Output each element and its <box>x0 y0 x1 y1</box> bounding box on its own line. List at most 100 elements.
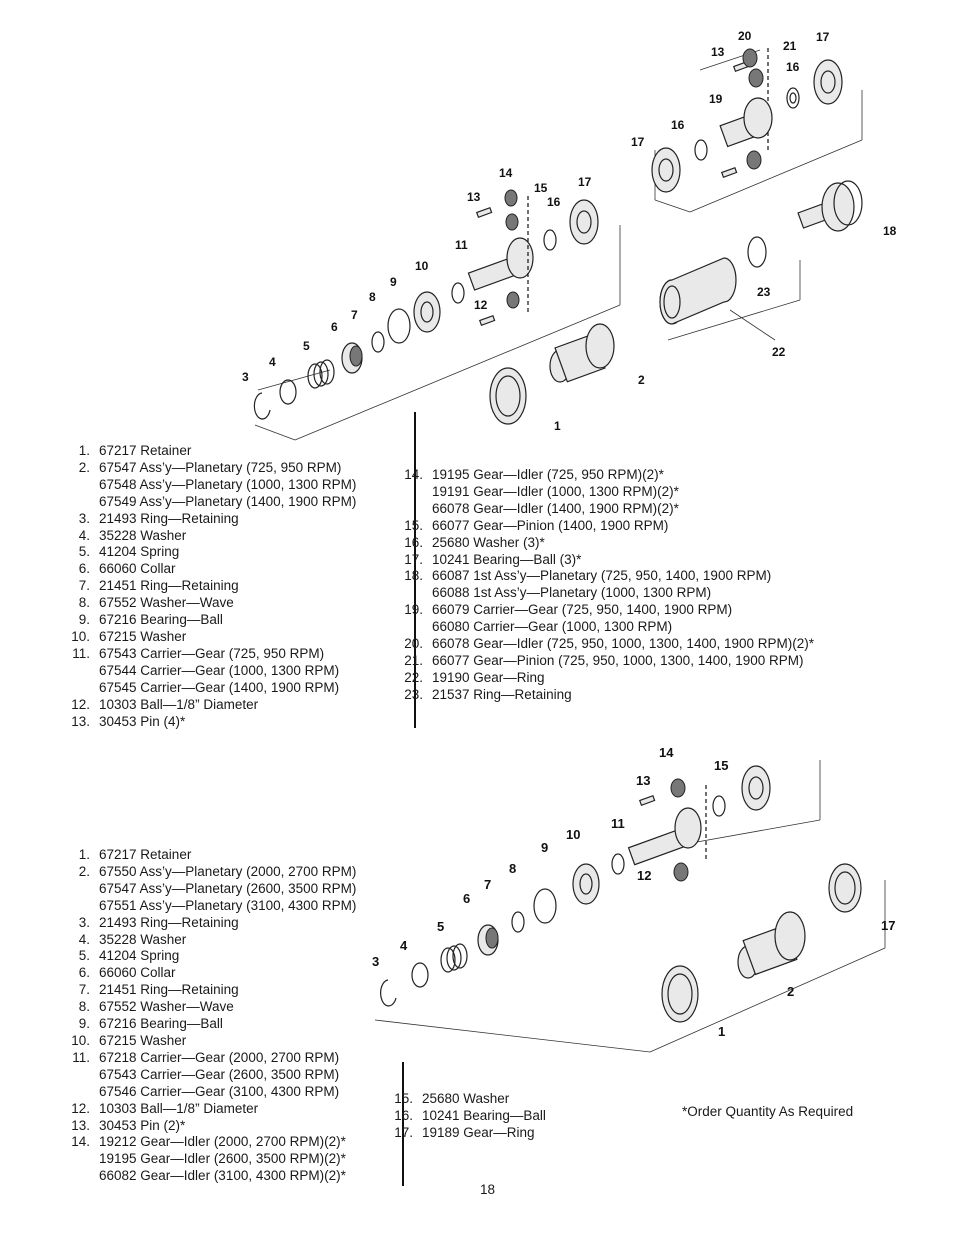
part-description: 67215 Washer <box>99 1032 187 1048</box>
callout-16: 16 <box>786 60 800 74</box>
part-description: 66078 Gear—Idler (1400, 1900 RPM)(2)* <box>432 500 679 516</box>
part-item: 3. 21493 Ring—Retaining <box>58 915 356 932</box>
part-description: 10241 Bearing—Ball <box>422 1107 546 1123</box>
part-number-label: 13. <box>71 713 90 729</box>
callout-19: 19 <box>709 92 723 106</box>
part-description: 67549 Ass’y—Planetary (1400, 1900 RPM) <box>99 493 357 509</box>
callout-6: 6 <box>331 320 338 334</box>
part-item: 19.66079 Carrier—Gear (725, 950, 1400, 1… <box>391 602 814 619</box>
part-number-label: 1. <box>78 443 90 458</box>
part-description: 66077 Gear—Pinion (1400, 1900 RPM) <box>432 517 669 533</box>
part-item: 14. 19195 Gear—Idler (725, 950 RPM)(2)* <box>391 467 814 484</box>
part-number-label: 9. <box>78 1016 90 1032</box>
part-description: 67545 Carrier—Gear (1400, 1900 RPM) <box>99 679 340 695</box>
part-description: 19195 Gear—Idler (725, 950 RPM)(2)* <box>432 467 664 482</box>
part-item-continued: 67547 Ass’y—Planetary (2600, 3500 RPM) <box>58 881 356 898</box>
part-item: 13.30453 Pin (2)* <box>58 1118 356 1135</box>
part-number-label: 11. <box>72 1049 90 1065</box>
callout-17c: 17 <box>578 175 592 189</box>
part-number-label: 20. <box>404 636 423 652</box>
part-number-label: 14. <box>404 467 423 482</box>
part-item: 14.19212 Gear—Idler (2000, 2700 RPM)(2)* <box>58 1134 356 1151</box>
part-description: 66082 Gear—Idler (3100, 4300 RPM)(2)* <box>99 1168 346 1184</box>
part-number-label: 16. <box>394 1107 413 1123</box>
part-number-label: 11. <box>72 645 90 661</box>
part-item-continued: 66082 Gear—Idler (3100, 4300 RPM)(2)* <box>58 1168 356 1185</box>
part-description: 10303 Ball—1/8” Diameter <box>99 696 259 712</box>
part-description: 41204 Spring <box>99 544 180 560</box>
part-item-continued: 67548 Ass’y—Planetary (1000, 1300 RPM) <box>58 477 356 494</box>
part-description: 67547 Ass’y—Planetary (725, 950 RPM) <box>99 459 342 475</box>
part-item: 5.41204 Spring <box>58 948 356 965</box>
part-number-label: 5. <box>78 544 90 560</box>
part-description: 66078 Gear—Idler (725, 950, 1000, 1300, … <box>432 636 814 652</box>
callout-10: 10 <box>415 259 429 273</box>
part-description: 19212 Gear—Idler (2000, 2700 RPM)(2)* <box>99 1134 346 1150</box>
part-item: 22.19190 Gear—Ring <box>391 670 814 687</box>
top-parts-list-right: 14.19195 Gear—Idler (725, 950 RPM)(2)*19… <box>391 467 814 704</box>
part-item: 23.21537 Ring—Retaining <box>391 687 814 704</box>
part-description: 66060 Collar <box>99 561 176 577</box>
part-description: 67547 Ass’y—Planetary (2600, 3500 RPM) <box>99 880 357 896</box>
part-description: 19190 Gear—Ring <box>432 669 545 685</box>
part-description: 67544 Carrier—Gear (1000, 1300 RPM) <box>99 662 340 678</box>
part-number-label: 6. <box>78 965 90 981</box>
part-item: 6. 66060 Collar <box>58 561 356 578</box>
part-description: 21493 Ring—Retaining <box>99 914 239 930</box>
top-diagram-upper-assembly <box>651 48 863 341</box>
part-description: 21537 Ring—Retaining <box>432 686 572 702</box>
callout-16c: 16 <box>547 195 561 209</box>
callout-14: 14 <box>499 166 513 180</box>
part-item: 4.35228 Washer <box>58 932 356 949</box>
part-item-continued: 67543 Carrier—Gear (2600, 3500 RPM) <box>58 1067 356 1084</box>
part-item: 15.25680 Washer <box>381 1091 546 1108</box>
part-description: 67550 Ass’y—Planetary (2000, 2700 RPM) <box>99 863 357 879</box>
part-description: 21493 Ring—Retaining <box>99 510 239 526</box>
part-item: 20. 66078 Gear—Idler (725, 950, 1000, 130… <box>391 636 814 653</box>
part-description: 10241 Bearing—Ball (3)* <box>432 551 582 567</box>
part-description: 66087 1st Ass’y—Planetary (725, 950, 140… <box>432 568 772 584</box>
part-description: 67551 Ass’y—Planetary (3100, 4300 RPM) <box>99 897 357 913</box>
part-item: 8.67552 Washer—Wave <box>58 999 356 1016</box>
part-item-continued: 67545 Carrier—Gear (1400, 1900 RPM) <box>58 680 356 697</box>
part-number-label: 10. <box>71 628 90 644</box>
part-number-label: 9. <box>78 612 90 628</box>
part-description: 67216 Bearing—Ball <box>99 612 223 628</box>
b-callout-6: 6 <box>463 891 470 906</box>
b-callout-8: 8 <box>509 861 516 876</box>
bottom-callouts: 14 15 13 11 10 9 12 8 7 6 5 4 3 17 2 1 <box>372 745 895 1039</box>
callout-11: 11 <box>455 238 468 252</box>
part-item: 21.66077 Gear—Pinion (725, 950, 1000, 13… <box>391 653 814 670</box>
callout-9: 9 <box>390 275 397 289</box>
part-number-label: 16. <box>404 534 423 550</box>
part-item: 8.67552 Washer—Wave <box>58 595 356 612</box>
callout-21: 21 <box>783 39 797 53</box>
part-item: 1.67217 Retainer <box>58 847 356 864</box>
callout-13: 13 <box>711 45 725 59</box>
b-callout-14: 14 <box>659 745 674 760</box>
part-number-label: 6. <box>78 561 90 577</box>
part-description: 67217 Retainer <box>99 847 192 862</box>
part-item: 3.21493 Ring—Retaining <box>58 511 356 528</box>
part-description: 19191 Gear—Idler (1000, 1300 RPM)(2)* <box>432 483 679 499</box>
callout-3: 3 <box>242 370 249 384</box>
part-item-continued: 66080 Carrier—Gear (1000, 1300 RPM) <box>391 619 814 636</box>
part-number-label: 3. <box>78 914 90 930</box>
part-description: 19195 Gear—Idler (2600, 3500 RPM)(2)* <box>99 1151 346 1167</box>
part-description: 66079 Carrier—Gear (725, 950, 1400, 1900… <box>432 602 733 618</box>
part-description: 66077 Gear—Pinion (725, 950, 1000, 1300,… <box>432 652 804 668</box>
part-item-continued: 66078 Gear—Idler (1400, 1900 RPM)(2)* <box>391 501 814 518</box>
part-item: 10. 67215 Washer <box>58 1033 356 1050</box>
top-divider <box>414 412 416 728</box>
callout-4: 4 <box>269 355 276 369</box>
part-number-label: 10. <box>71 1032 90 1048</box>
part-description: 21451 Ring—Retaining <box>99 578 239 594</box>
part-description: 25680 Washer (3)* <box>432 534 545 550</box>
part-item-continued: 19191 Gear—Idler (1000, 1300 RPM)(2)* <box>391 484 814 501</box>
part-item: 5. 41204 Spring <box>58 544 356 561</box>
order-quantity-note: *Order Quantity As Required <box>682 1104 854 1119</box>
part-number-label: 13. <box>71 1117 90 1133</box>
page-number: 18 <box>480 1182 496 1197</box>
